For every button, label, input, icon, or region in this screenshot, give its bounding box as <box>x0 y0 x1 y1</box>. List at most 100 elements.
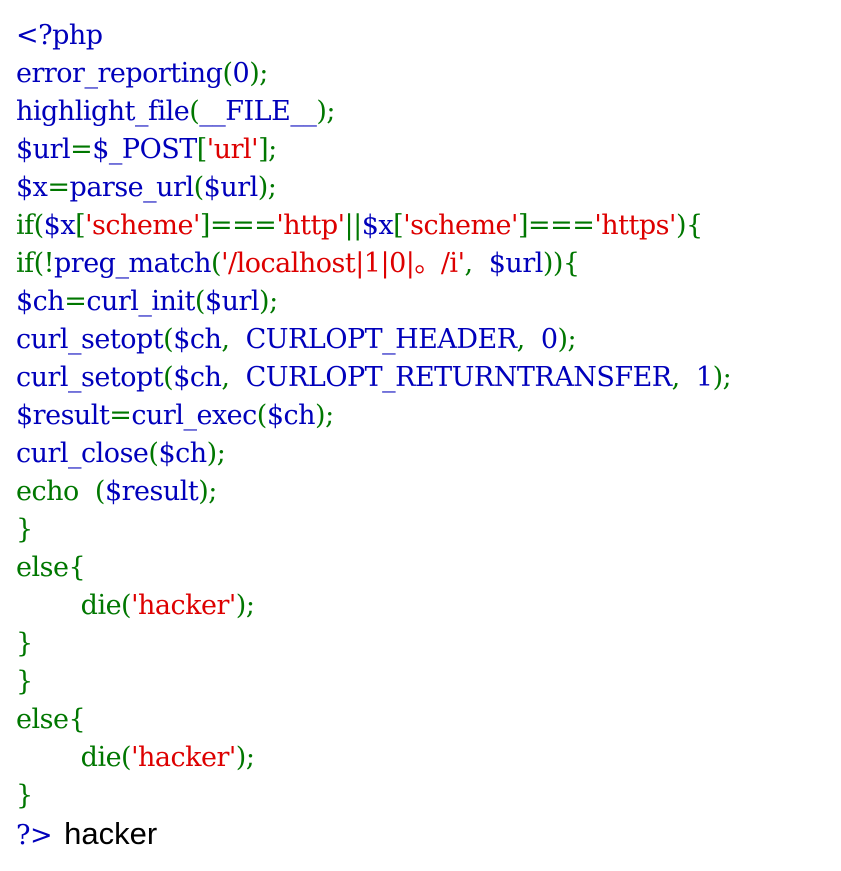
code-token-string: 'http' <box>276 210 345 241</box>
code-token-keyword: ); <box>557 324 577 355</box>
code-token-keyword: else{ <box>16 704 86 735</box>
code-token-keyword: if(! <box>16 248 55 279</box>
code-token-keyword: ); <box>249 58 268 89</box>
code-token-keyword: ); <box>235 742 255 773</box>
code-token-keyword: ); <box>315 400 334 431</box>
code-token-keyword: = <box>47 172 70 203</box>
code-line: echo ($result); <box>16 473 731 511</box>
code-token-default: curl_exec <box>131 400 257 431</box>
code-token-keyword: ){ <box>675 210 703 241</box>
code-line: else{ <box>16 701 731 739</box>
code-token-keyword: ]=== <box>199 210 277 241</box>
code-token-default: CURLOPT_HEADER <box>245 324 517 355</box>
code-token-keyword: ); <box>206 438 226 469</box>
code-token-default: $x <box>16 172 48 203</box>
code-token-keyword: , <box>516 324 541 355</box>
code-token-default: $url <box>203 172 259 203</box>
code-token-default: $result <box>16 400 110 431</box>
code-token-keyword: if( <box>16 210 44 241</box>
code-token-default: 1 <box>695 362 713 393</box>
code-line: curl_setopt($ch, CURLOPT_RETURNTRANSFER,… <box>16 359 732 397</box>
code-token-string: 'hacker' <box>131 742 236 773</box>
code-token-default: 0 <box>232 58 250 89</box>
code-token-default: $result <box>104 476 199 507</box>
code-token-keyword: ]=== <box>517 210 595 241</box>
code-token-keyword: = <box>109 400 132 431</box>
code-token-keyword: ( <box>163 362 174 393</box>
code-token-default: curl_setopt <box>16 362 164 393</box>
code-token-default: $ch <box>158 438 207 469</box>
code-token-default: $url <box>204 286 260 317</box>
code-line: curl_close($ch); <box>16 435 731 473</box>
code-token-keyword: } <box>16 666 33 697</box>
code-line: if($x['scheme']==='http'||$x['scheme']==… <box>16 207 731 245</box>
code-line: } <box>16 777 731 815</box>
code-token-default: curl_setopt <box>16 324 164 355</box>
code-token-string: '/localhost|1|0|。/i' <box>221 248 465 279</box>
code-token-keyword: echo <box>16 476 95 507</box>
code-token-default: $_POST <box>92 134 197 165</box>
code-token-keyword: ( <box>148 438 159 469</box>
code-line: } <box>16 511 731 549</box>
code-token-default: $ch <box>173 362 222 393</box>
code-token-keyword: ); <box>712 362 732 393</box>
code-token-default: __FILE__ <box>199 96 317 127</box>
code-token-default: curl_init <box>86 286 195 317</box>
code-line: $url=$_POST['url']; <box>16 131 731 169</box>
code-token-keyword: , <box>221 362 246 393</box>
code-line: error_reporting(0); <box>16 55 731 93</box>
code-token-string: 'hacker' <box>131 590 236 621</box>
code-token-keyword: || <box>344 210 363 241</box>
code-line: $ch=curl_init($url); <box>16 283 731 321</box>
code-token-keyword: [ <box>196 134 208 165</box>
code-token-keyword: = <box>70 134 93 165</box>
code-token-keyword: ); <box>235 590 255 621</box>
code-line: } <box>16 625 731 663</box>
code-line: if(!preg_match('/localhost|1|0|。/i', $ur… <box>16 245 731 283</box>
code-line: highlight_file(__FILE__); <box>16 93 731 131</box>
code-line: ?> hacker <box>16 815 731 853</box>
code-token-string: 'url' <box>206 134 259 165</box>
code-token-keyword: } <box>16 780 33 811</box>
code-token-default: parse_url <box>69 172 195 203</box>
code-token-default: $x <box>43 210 76 241</box>
code-token-default: highlight_file <box>16 96 190 127</box>
code-token-keyword: ); <box>257 172 277 203</box>
code-line: curl_setopt($ch, CURLOPT_HEADER, 0); <box>16 321 731 359</box>
code-token-keyword: [ <box>393 210 404 241</box>
code-line: $x=parse_url($url); <box>16 169 731 207</box>
code-line: die('hacker'); <box>16 587 731 625</box>
code-token-keyword: ( <box>222 58 233 89</box>
code-token-keyword: , <box>464 248 489 279</box>
code-token-default: $x <box>361 210 394 241</box>
code-token-default: $ch <box>266 400 316 431</box>
code-token-keyword: ); <box>198 476 217 507</box>
code-token-keyword: ]; <box>258 134 277 165</box>
code-token-keyword: [ <box>75 210 86 241</box>
code-token-keyword: = <box>64 286 87 317</box>
code-token-keyword: } <box>16 628 33 659</box>
code-token-html: <?php <box>16 20 103 51</box>
code-token-keyword: ( <box>211 248 222 279</box>
code-token-default: 0 <box>540 324 558 355</box>
code-token-default: $url <box>16 134 71 165</box>
code-line: } <box>16 663 731 701</box>
code-token-keyword: ( <box>194 286 206 317</box>
script-output: hacker <box>64 816 158 851</box>
code-token-default: $ch <box>16 286 65 317</box>
code-token-keyword: ( <box>94 476 106 507</box>
code-token-default: $url <box>488 248 544 279</box>
code-token-keyword: ( <box>256 400 268 431</box>
code-token-default: curl_close <box>16 438 149 469</box>
code-token-keyword: die( <box>16 590 132 621</box>
code-token-keyword: , <box>221 324 246 355</box>
code-token-keyword: ( <box>193 172 205 203</box>
code-token-html: ?> <box>16 820 53 851</box>
code-token-keyword: } <box>16 514 33 545</box>
code-token-keyword: , <box>671 362 696 393</box>
code-token-keyword: ); <box>259 286 278 317</box>
code-token-default: CURLOPT_RETURNTRANSFER <box>245 362 672 393</box>
code-line: else{ <box>16 549 731 587</box>
code-line: <?php <box>16 17 731 55</box>
code-token-string: 'scheme' <box>85 210 200 241</box>
